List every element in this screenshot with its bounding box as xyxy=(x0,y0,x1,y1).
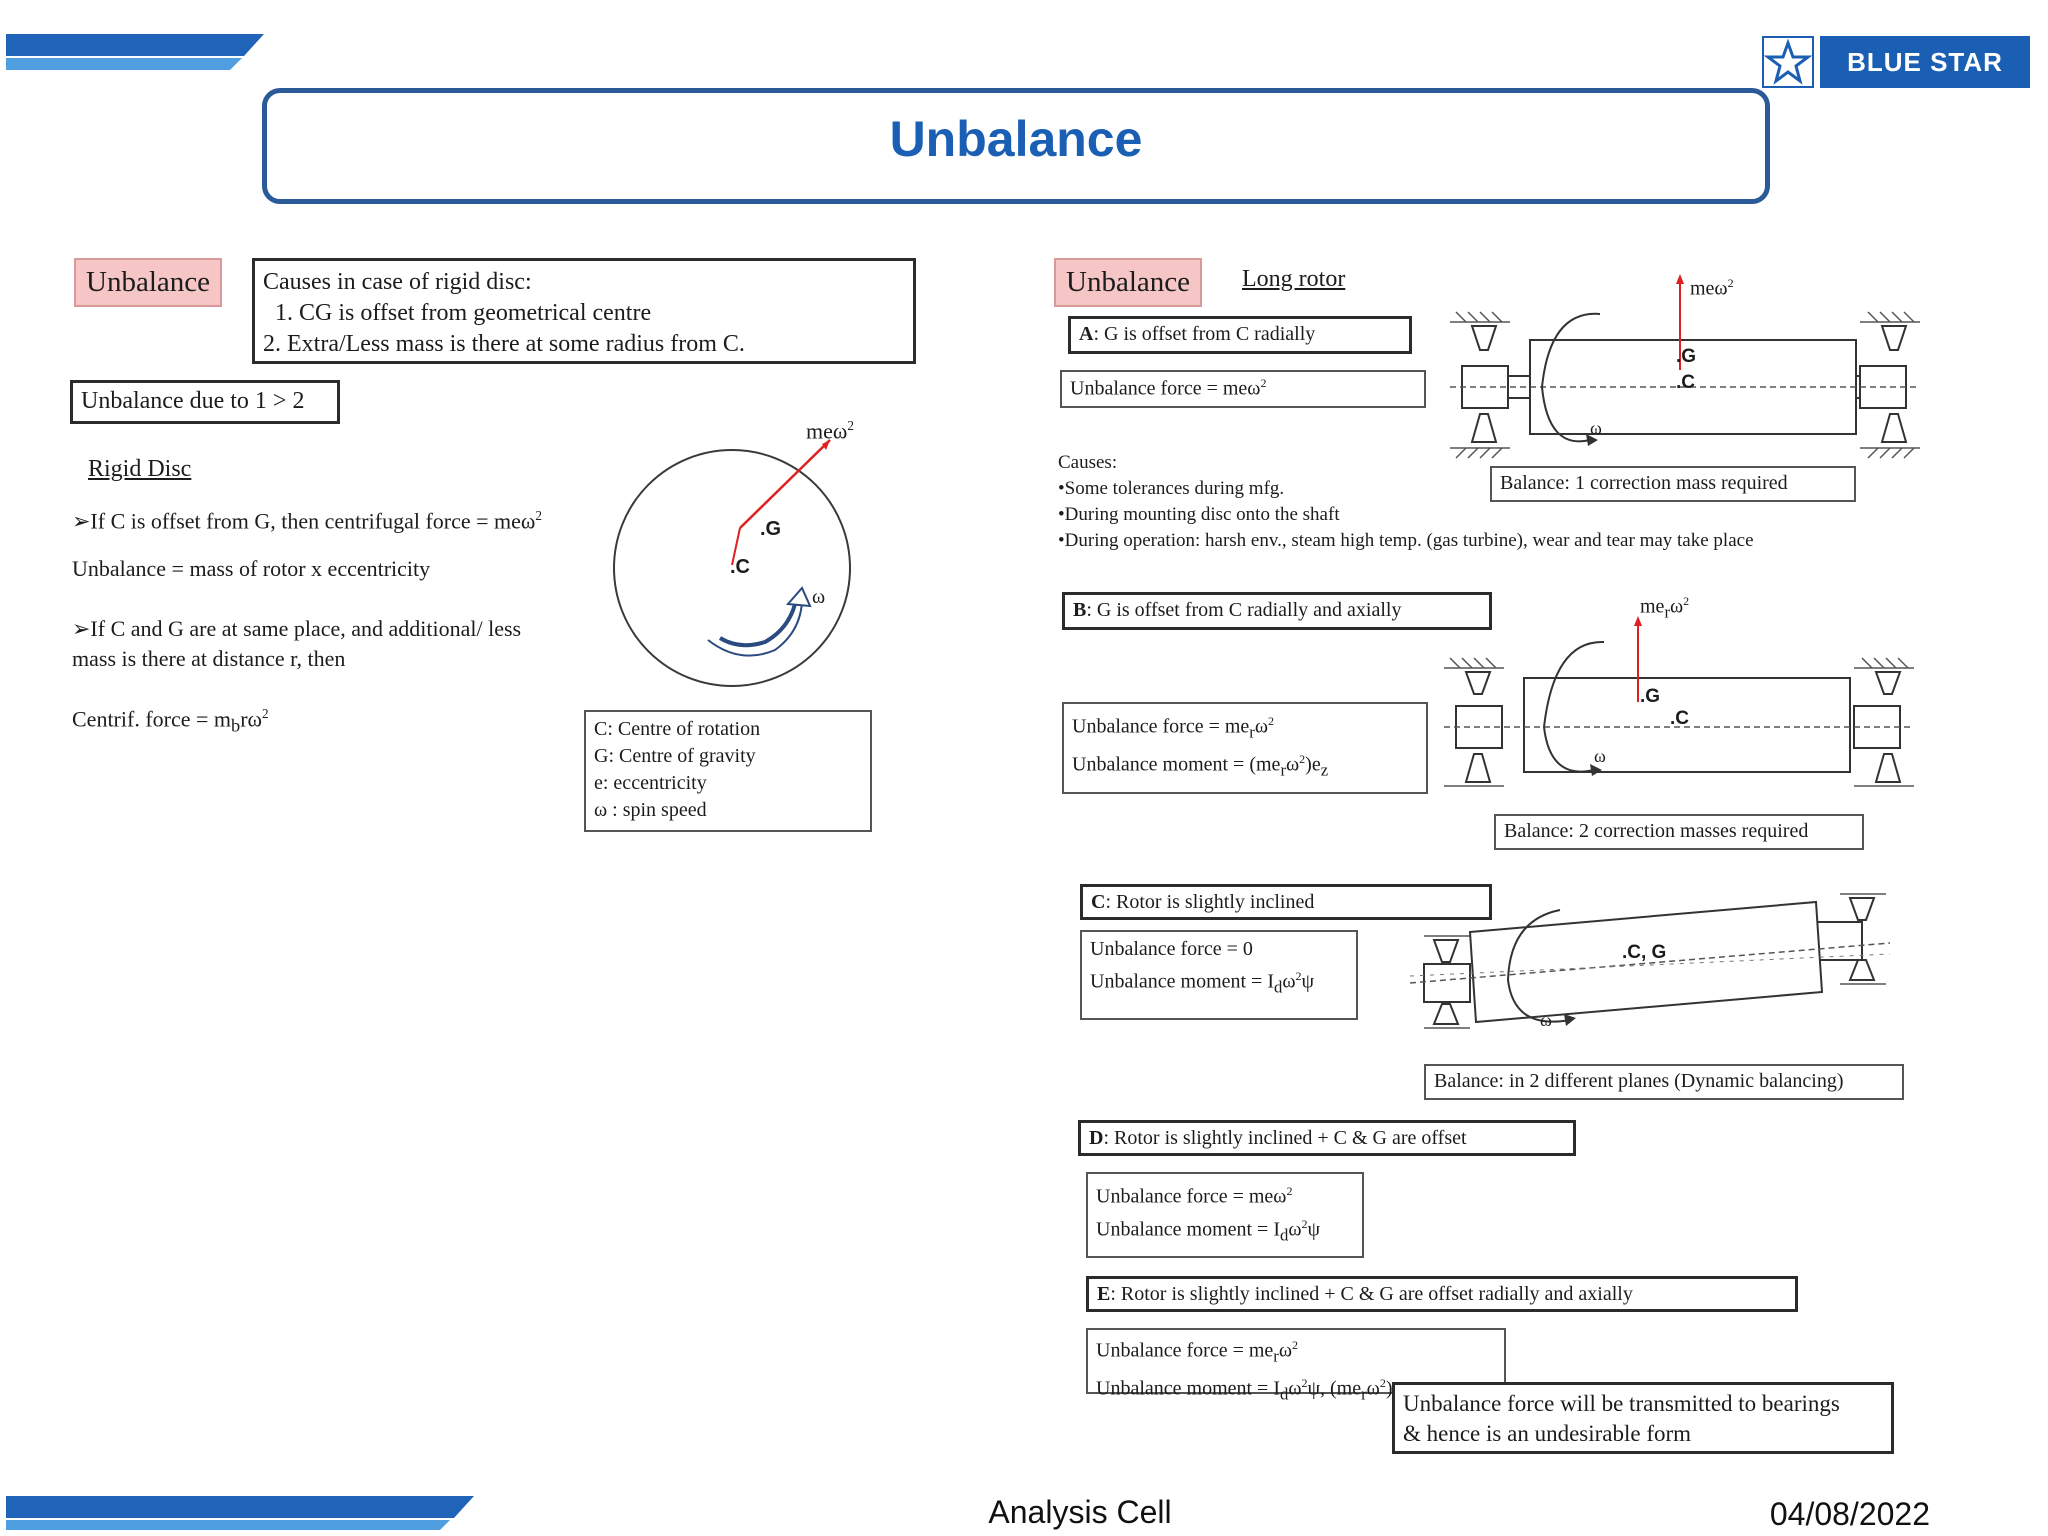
case-d-eqs: Unbalance force = meω2 Unbalance moment … xyxy=(1086,1172,1364,1258)
rotor-b-C: .C xyxy=(1670,708,1689,729)
causes-line: •During mounting disc onto the shaft xyxy=(1058,504,1340,525)
rotor-b-diagram xyxy=(1444,616,1914,787)
case-c-balance: Balance: in 2 different planes (Dynamic … xyxy=(1424,1064,1904,1100)
case-d-force: Unbalance force = meω2 xyxy=(1096,1184,1293,1208)
case-b-force: Unbalance force = merω2 xyxy=(1072,714,1275,742)
star-icon xyxy=(1763,38,1813,85)
rigid-line-3a: ➢If C and G are at same place, and addit… xyxy=(72,616,522,641)
causes-line: •During operation: harsh env., steam hig… xyxy=(1058,530,1754,551)
causes-line: •Some tolerances during mfg. xyxy=(1058,478,1285,499)
case-d-title: D: Rotor is slightly inclined + C & G ar… xyxy=(1078,1120,1576,1156)
case-a-force: Unbalance force = meω2 xyxy=(1060,370,1426,408)
unbalance-tag-left: Unbalance xyxy=(74,258,222,307)
case-c-moment: Unbalance moment = Idω2ψ xyxy=(1090,969,1315,997)
rigid-line-3b: mass is there at distance r, then xyxy=(72,646,346,671)
causes-title: Causes in case of rigid disc: xyxy=(263,269,532,295)
legend-item: ω : spin speed xyxy=(594,799,707,821)
rigid-line-1: ➢If C is offset from G, then centrifugal… xyxy=(72,508,542,534)
header-stripe xyxy=(6,34,264,70)
rotor-a-C: .C xyxy=(1676,372,1695,393)
legend-item: G: Centre of gravity xyxy=(594,745,756,767)
page-title: Unbalance xyxy=(889,111,1143,167)
case-c-force: Unbalance force = 0 xyxy=(1090,938,1253,960)
legend-item: C: Centre of rotation xyxy=(594,718,761,740)
rotor-c-CG: .C, G xyxy=(1622,942,1667,963)
case-a-balance: Balance: 1 correction mass required xyxy=(1490,466,1856,502)
rigid-line-4: Centrif. force = mbrω2 xyxy=(72,706,269,736)
footer-date: 04/08/2022 xyxy=(1769,1496,1930,1532)
case-b-moment: Unbalance moment = (merω2)ez xyxy=(1072,751,1329,780)
causes-box: Causes in case of rigid disc: 1. CG is o… xyxy=(252,258,916,364)
case-b-title: B: G is offset from C radially and axial… xyxy=(1062,592,1492,630)
rotor-b-omega: ω xyxy=(1594,746,1606,766)
legend-item: e: eccentricity xyxy=(594,772,707,794)
cause-1: 1. CG is offset from geometrical centre xyxy=(275,300,652,326)
blue-star-logo: BLUE STAR xyxy=(1762,36,2032,90)
footer-center: Analysis Cell xyxy=(988,1494,1172,1530)
unbalance-tag-right: Unbalance xyxy=(1054,258,1202,307)
rotor-c-diagram xyxy=(1410,893,1891,1029)
case-c-eqs: Unbalance force = 0 Unbalance moment = I… xyxy=(1080,930,1358,1020)
legend-box: C: Centre of rotation G: Centre of gravi… xyxy=(584,710,872,832)
case-e-title: E: Rotor is slightly inclined + C & G ar… xyxy=(1086,1276,1798,1312)
case-d-moment: Unbalance moment = Idω2ψ xyxy=(1096,1216,1321,1245)
long-rotor-heading: Long rotor xyxy=(1242,266,1346,292)
case-a-title: A: G is offset from C radially xyxy=(1068,316,1412,354)
rotor-a-G: .G xyxy=(1676,346,1697,367)
disc-C: .C xyxy=(730,556,750,578)
note-line-2: & hence is an undesirable form xyxy=(1403,1421,1692,1446)
note-line-1: Unbalance force will be transmitted to b… xyxy=(1403,1391,1840,1416)
case-b-balance: Balance: 2 correction masses required xyxy=(1494,814,1864,850)
rotor-a-diagram xyxy=(1450,274,1920,459)
rotor-b-force-label: merω2 xyxy=(1640,594,1690,622)
rotor-c-omega: ω xyxy=(1540,1010,1552,1030)
disc-force-label: meω2 xyxy=(806,418,854,444)
rigid-disc-diagram xyxy=(613,439,851,687)
rigid-line-2: Unbalance = mass of rotor x eccentricity xyxy=(72,556,431,581)
rotor-b-G: .G xyxy=(1640,686,1661,707)
rigid-disc-heading: Rigid Disc xyxy=(88,456,192,482)
rotor-a-force-label: meω2 xyxy=(1690,276,1734,300)
rotor-a-omega: ω xyxy=(1590,418,1602,438)
case-b-eqs: Unbalance force = merω2 Unbalance moment… xyxy=(1062,702,1428,794)
transmission-note: Unbalance force will be transmitted to b… xyxy=(1392,1382,1894,1454)
case-e-force: Unbalance force = merω2 xyxy=(1096,1338,1299,1366)
logo-text: BLUE STAR xyxy=(1820,36,2030,88)
case-c-title: C: Rotor is slightly inclined xyxy=(1080,884,1492,920)
causes-line: Causes: xyxy=(1058,452,1118,473)
disc-G: .G xyxy=(760,518,782,540)
disc-omega: ω xyxy=(812,586,826,608)
footer-stripe xyxy=(6,1496,474,1530)
title-frame xyxy=(262,88,1770,204)
cause-2: 2. Extra/Less mass is there at some radi… xyxy=(263,331,745,357)
unbalance-due-to: Unbalance due to 1 > 2 xyxy=(70,380,340,424)
